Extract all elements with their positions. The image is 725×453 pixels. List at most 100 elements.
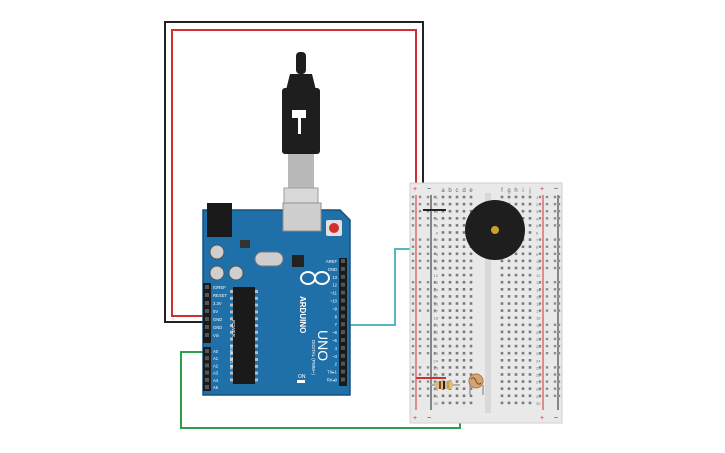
resistor[interactable] bbox=[430, 381, 460, 389]
row-label: 16 bbox=[434, 302, 439, 307]
piezo-buzzer[interactable] bbox=[465, 200, 525, 260]
digital-pin-label: ~10 bbox=[330, 299, 338, 304]
row-label: 9 bbox=[436, 252, 439, 257]
capacitor-icon bbox=[228, 265, 244, 281]
row-label: 11 bbox=[536, 266, 541, 271]
capacitor-icon bbox=[209, 244, 225, 260]
power-pin-label: RESET bbox=[213, 293, 227, 298]
row-label: 13 bbox=[434, 280, 439, 285]
power-pin-label: 5V bbox=[213, 309, 218, 314]
jumper-on-breadboard bbox=[416, 209, 446, 379]
digital-pin-label: 7 bbox=[335, 322, 338, 327]
rail-plus-label: + bbox=[540, 186, 544, 193]
row-label: 29 bbox=[536, 394, 541, 399]
row-label: 19 bbox=[434, 323, 439, 328]
row-label: 8 bbox=[436, 245, 439, 250]
row-label: 30 bbox=[536, 401, 541, 406]
row-label: 2 bbox=[436, 202, 439, 207]
column-label: e bbox=[469, 188, 473, 194]
row-label: 18 bbox=[434, 316, 439, 321]
rail-minus-label: − bbox=[427, 186, 431, 193]
rail-minus-label: − bbox=[427, 415, 431, 422]
rail-minus-label: − bbox=[554, 186, 558, 193]
row-label: 14 bbox=[536, 287, 541, 292]
digital-pin-label: ~3 bbox=[332, 354, 337, 359]
analog-pin-label: A1 bbox=[213, 356, 219, 361]
row-label: 28 bbox=[536, 387, 541, 392]
digital-pin-label: ~9 bbox=[332, 306, 337, 311]
row-label: 3 bbox=[436, 209, 439, 214]
row-label: 25 bbox=[536, 365, 541, 370]
row-label: 12 bbox=[536, 273, 541, 278]
column-label: j bbox=[528, 188, 530, 194]
power-pin-label: GND bbox=[213, 317, 222, 322]
rail-minus-label: − bbox=[554, 415, 558, 422]
photoresistor[interactable] bbox=[468, 373, 484, 395]
usb-port bbox=[282, 202, 322, 232]
row-label: 22 bbox=[434, 344, 439, 349]
usb-cable bbox=[282, 52, 320, 229]
digital-pin-label: 8 bbox=[335, 314, 338, 319]
analog-pin-label: A0 bbox=[213, 349, 219, 354]
row-label: 4 bbox=[436, 216, 439, 221]
row-label: 14 bbox=[434, 287, 439, 292]
analog-pin-label: A2 bbox=[213, 363, 219, 368]
row-label: 18 bbox=[536, 316, 541, 321]
digital-pin-label: AREF bbox=[326, 259, 338, 264]
column-label: a bbox=[441, 188, 445, 194]
digital-pin-label: TX▸1 bbox=[327, 370, 337, 375]
crystal bbox=[254, 251, 284, 267]
row-label: 17 bbox=[536, 309, 541, 314]
analog-pin-label: A5 bbox=[213, 385, 219, 390]
analog-section-label: ANALOG IN bbox=[229, 345, 234, 370]
row-label: 10 bbox=[536, 259, 541, 264]
digital-pin-label: ~5 bbox=[332, 338, 337, 343]
row-label: 15 bbox=[434, 294, 439, 299]
arduino-uno-board: ARDUINO UNO ON IOREFRESET3.3V5VGNDGNDVin… bbox=[202, 202, 351, 396]
row-label: 16 bbox=[536, 302, 541, 307]
photoresistor-icon bbox=[470, 377, 482, 385]
row-label: 8 bbox=[536, 245, 539, 250]
digital-section-label: DIGITAL (PWM~) bbox=[311, 340, 316, 375]
analog-pin-label: A3 bbox=[213, 371, 219, 376]
capacitor-icon bbox=[209, 265, 225, 281]
row-label: 21 bbox=[434, 337, 439, 342]
row-label: 7 bbox=[536, 238, 539, 243]
row-label: 12 bbox=[434, 273, 439, 278]
power-pin-label: GND bbox=[213, 325, 222, 330]
row-label: 25 bbox=[434, 365, 439, 370]
column-label: h bbox=[514, 188, 517, 194]
buzzer-center-icon bbox=[491, 226, 499, 234]
digital-pin-label: ~6 bbox=[332, 330, 337, 335]
row-label: 19 bbox=[536, 323, 541, 328]
column-label: d bbox=[462, 188, 465, 194]
digital-pin-label: 13 bbox=[332, 275, 337, 280]
row-label: 24 bbox=[434, 358, 439, 363]
digital-pin-label: 2 bbox=[335, 362, 338, 367]
analog-pin-label: A4 bbox=[213, 378, 219, 383]
row-label: 22 bbox=[536, 344, 541, 349]
digital-pin-label: GND bbox=[328, 267, 337, 272]
rail-plus-label: + bbox=[413, 415, 417, 422]
power-jack bbox=[207, 203, 232, 237]
microcontroller-chip bbox=[233, 287, 255, 384]
on-label: ON bbox=[298, 374, 306, 380]
analog-header bbox=[203, 347, 211, 391]
row-label: 17 bbox=[434, 309, 439, 314]
row-label: 3 bbox=[536, 209, 539, 214]
column-label: c bbox=[456, 188, 459, 194]
power-pin-label: 3.3V bbox=[213, 301, 222, 306]
row-label: 20 bbox=[434, 330, 439, 335]
column-label: f bbox=[501, 188, 503, 194]
row-label: 6 bbox=[436, 231, 439, 236]
row-label: 5 bbox=[436, 223, 439, 228]
row-label: 9 bbox=[536, 252, 539, 257]
row-label: 23 bbox=[434, 351, 439, 356]
column-label: g bbox=[507, 188, 510, 194]
row-label: 6 bbox=[536, 231, 539, 236]
row-label: 30 bbox=[434, 401, 439, 406]
rail-plus-label: + bbox=[413, 186, 417, 193]
arduino-logo-text: ARDUINO bbox=[298, 296, 307, 333]
row-label: 26 bbox=[536, 373, 541, 378]
